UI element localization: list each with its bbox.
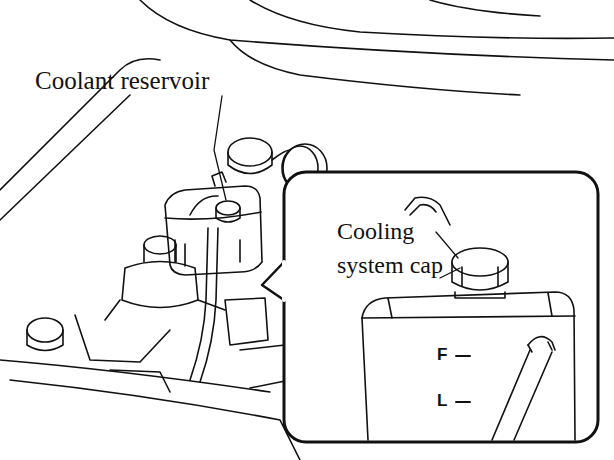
inset-hose — [492, 337, 555, 440]
coolant-reservoir-tank-part — [216, 208, 240, 222]
inset-frame-part — [282, 262, 286, 300]
inset-pointer-part — [262, 262, 284, 300]
inset-hose-part — [492, 350, 530, 440]
inset-tank-part — [362, 292, 575, 440]
hood-outline-part — [430, 0, 540, 16]
engine-parts-part — [105, 300, 225, 320]
fender-outline-part — [10, 380, 300, 460]
inset-cap-part — [452, 248, 508, 276]
level-mark-label: F — [437, 345, 457, 365]
inset-hose-part — [528, 342, 552, 352]
hood-outline-part — [250, 0, 614, 38]
engine-parts-part — [110, 370, 170, 392]
hood-outline-part — [230, 40, 520, 95]
overflow-hose-part — [200, 228, 218, 382]
coolant-reservoir-tank-part — [165, 212, 261, 219]
engine-parts-part — [144, 245, 176, 262]
level-marks-part — [456, 355, 470, 357]
inset-hose-part — [514, 352, 552, 440]
hood-outline-part — [140, 0, 614, 60]
inset-cap-part — [462, 267, 498, 286]
leader-lines-part — [214, 96, 226, 200]
inset-tank-part — [388, 293, 552, 318]
overflow-hose-part — [190, 228, 208, 380]
inset-tank-part — [362, 316, 575, 318]
part-label: Coolant reservoir — [35, 66, 275, 96]
fender-outline-part — [0, 360, 270, 392]
inset-tank-part — [410, 205, 436, 215]
hood-outline — [140, 0, 614, 95]
part-label: Cooling system cap — [337, 214, 469, 282]
inset-frame-part — [284, 172, 598, 442]
fender-outline — [0, 59, 300, 460]
engine-parts — [27, 236, 290, 392]
engine-parts-part — [27, 330, 63, 351]
engine-parts-part — [75, 315, 170, 362]
engine-parts-part — [27, 318, 63, 342]
inset-tank-part — [362, 318, 368, 440]
engine-parts-part — [144, 236, 176, 254]
coolant-reservoir-tank-part — [216, 201, 240, 215]
coolant-reservoir-tank-part — [190, 196, 218, 215]
inset-cap-part — [455, 292, 505, 298]
level-marks — [456, 356, 470, 402]
coolant-reservoir-tank — [165, 172, 262, 275]
brake-reservoir-part — [272, 150, 290, 160]
engine-parts-part — [225, 298, 268, 345]
leader-lines-part — [440, 268, 460, 278]
inset-pointer — [262, 262, 284, 300]
leader-lines — [214, 96, 460, 278]
coolant-reservoir-tank-part — [212, 172, 226, 186]
engine-parts-part — [122, 262, 198, 308]
level-marks-part — [456, 401, 470, 403]
coolant-reservoir-tank-part — [165, 186, 262, 275]
brake-reservoir-part — [228, 152, 272, 174]
inset-cap — [452, 248, 508, 298]
brake-reservoir-part — [228, 138, 272, 166]
level-mark-label: L — [437, 391, 457, 411]
fender-outline-part — [0, 95, 130, 220]
inset-frame — [284, 172, 598, 442]
